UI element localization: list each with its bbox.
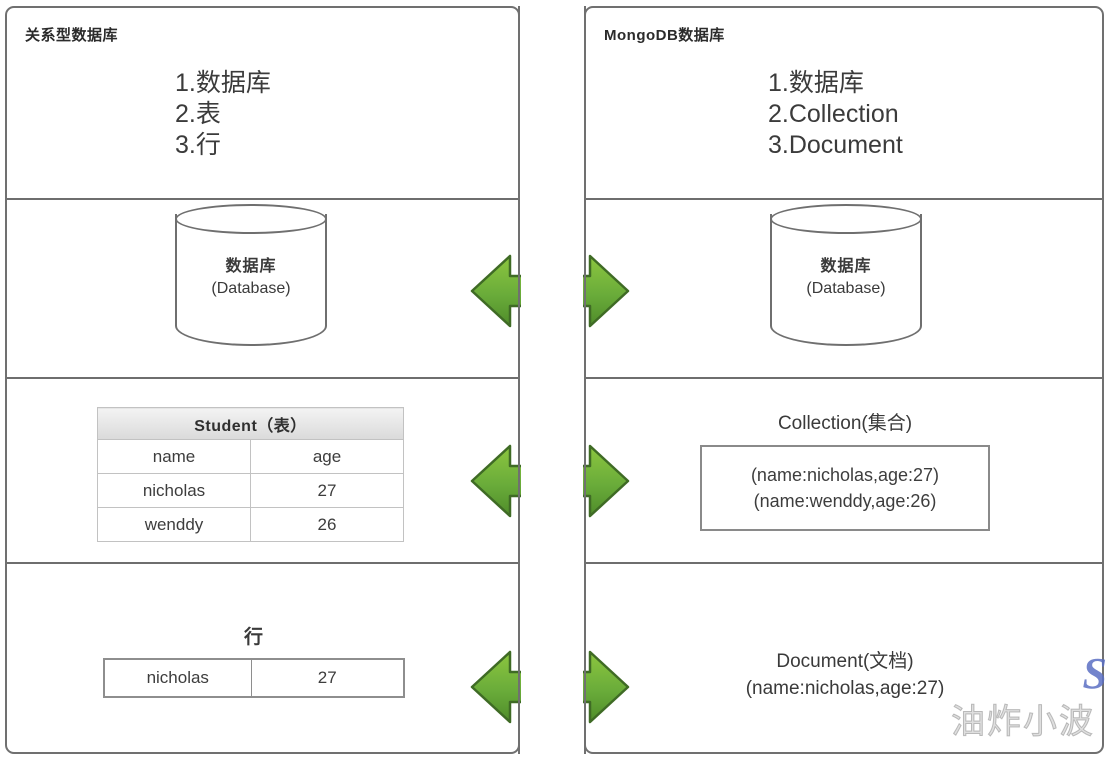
right-divider-2 — [586, 377, 1102, 379]
document-value: (name:nicholas,age:27) — [745, 678, 945, 699]
table-row: nicholas 27 — [103, 658, 405, 698]
table-row: wenddy 26 — [97, 507, 404, 542]
cylinder-label-en: (Database) — [806, 280, 886, 297]
collection-document-2: (name:wenddy,age:26) — [753, 491, 937, 511]
document-section: Document(文档) (name:nicholas,age:27) — [690, 648, 1000, 702]
collection-section: Collection(集合) (name:nicholas,age:27) (n… — [690, 408, 1000, 531]
table-caption-row: Student（表） — [97, 407, 404, 440]
relational-database-cylinder-icon: 数据库 (Database) — [175, 204, 327, 356]
relational-concept-2: 2.表 — [175, 100, 221, 128]
cylinder-body — [175, 214, 327, 346]
right-divider-3 — [586, 562, 1102, 564]
table-row: nicholas 27 — [97, 473, 404, 508]
mongodb-concept-1: 1.数据库 — [768, 69, 864, 97]
row-section-title: 行 — [243, 627, 264, 648]
collection-title: Collection(集合) — [777, 413, 913, 434]
cylinder-label-cn: 数据库 — [820, 258, 872, 275]
relational-database-panel: 关系型数据库 — [5, 6, 520, 754]
collection-document-1: (name:nicholas,age:27) — [750, 465, 940, 485]
mongodb-concept-3: 3.Document — [768, 131, 903, 159]
cylinder-label: 数据库 (Database) — [770, 256, 922, 300]
watermark-logo-icon: S — [1082, 649, 1107, 698]
left-divider-1 — [7, 198, 518, 200]
table-cell-age: 26 — [250, 507, 404, 542]
right-panel-left-edge — [584, 6, 586, 754]
cylinder-label: 数据库 (Database) — [175, 256, 327, 300]
mongodb-database-panel: MongoDB数据库 — [584, 6, 1104, 754]
table-cell-name: wenddy — [97, 507, 251, 542]
mongodb-concept-list: 1.数据库 2.Collection 3.Document — [768, 68, 903, 161]
row-cell-name: nicholas — [103, 658, 252, 698]
cylinder-top-ellipse — [175, 204, 327, 234]
collection-box: (name:nicholas,age:27) (name:wenddy,age:… — [700, 445, 990, 531]
watermark-text: 油炸小波 — [951, 703, 1095, 742]
panel-gap — [521, 0, 583, 761]
student-table-caption: Student（表） — [97, 407, 404, 440]
table-header-row: name age — [97, 439, 404, 474]
cylinder-label-en: (Database) — [211, 280, 291, 297]
table-header-name: name — [97, 439, 251, 474]
relational-concept-3: 3.行 — [175, 131, 221, 159]
right-panel-title: MongoDB数据库 — [604, 27, 725, 44]
cylinder-label-cn: 数据库 — [225, 258, 277, 275]
left-panel-right-edge — [518, 6, 520, 754]
document-title: Document(文档) — [776, 651, 914, 672]
row-section: 行 nicholas 27 — [103, 622, 405, 698]
relational-concept-1: 1.数据库 — [175, 69, 271, 97]
row-cell-age: 27 — [250, 658, 405, 698]
relational-concept-list: 1.数据库 2.表 3.行 — [175, 68, 271, 161]
mongodb-database-cylinder-icon: 数据库 (Database) — [770, 204, 922, 356]
left-panel-title: 关系型数据库 — [25, 27, 119, 44]
left-divider-3 — [7, 562, 518, 564]
mongodb-concept-2: 2.Collection — [768, 100, 899, 128]
table-cell-age: 27 — [250, 473, 404, 508]
single-row-table: nicholas 27 — [103, 658, 405, 698]
right-divider-1 — [586, 198, 1102, 200]
table-header-age: age — [250, 439, 404, 474]
left-divider-2 — [7, 377, 518, 379]
student-table: Student（表） name age nicholas 27 wenddy 2… — [97, 407, 404, 542]
cylinder-body — [770, 214, 922, 346]
table-cell-name: nicholas — [97, 473, 251, 508]
cylinder-top-ellipse — [770, 204, 922, 234]
